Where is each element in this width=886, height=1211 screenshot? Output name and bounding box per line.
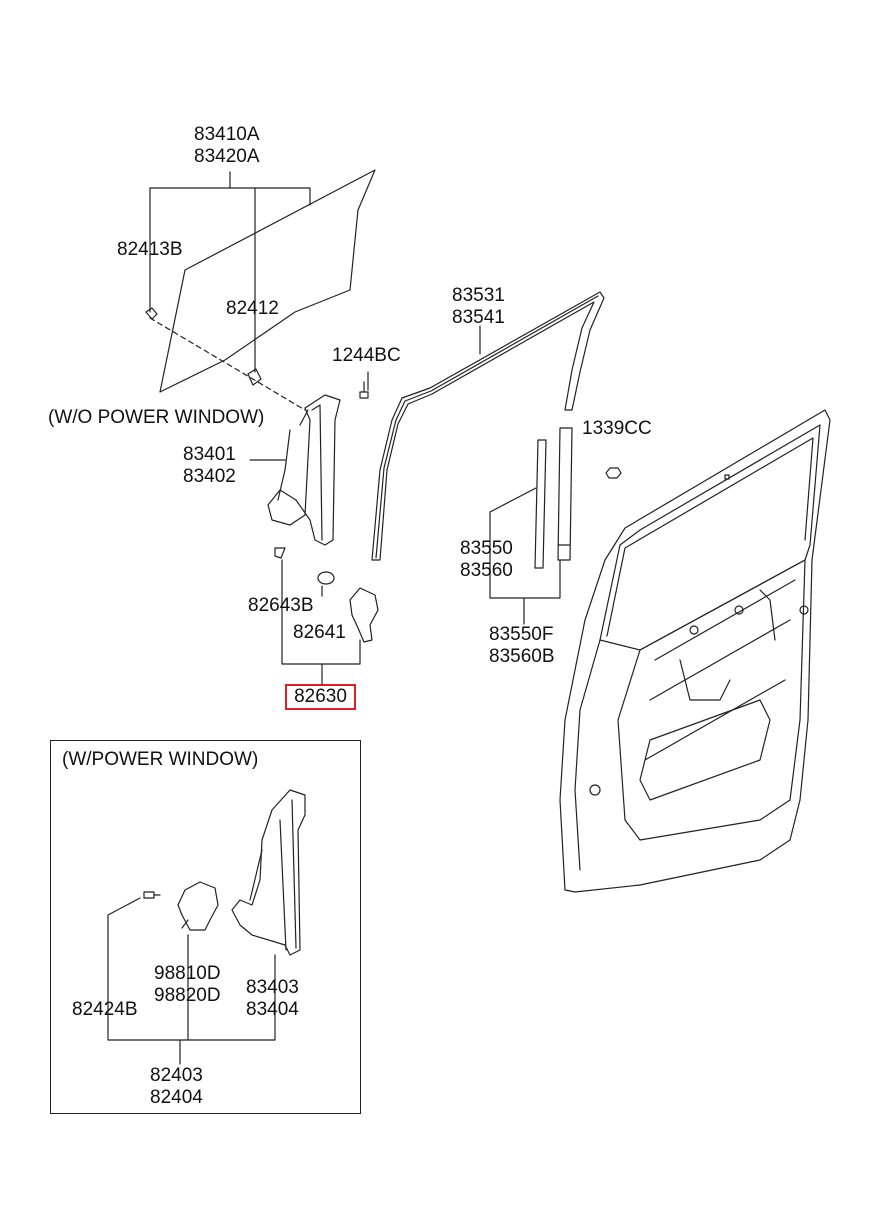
label-wo-power-window: (W/O POWER WINDOW) <box>48 407 265 428</box>
manual-regulator <box>267 394 341 546</box>
clip-82643b <box>274 547 286 559</box>
label-channel-b: 83550F 83560B <box>489 624 555 667</box>
power-window-inset <box>50 740 361 1114</box>
power-regulator <box>231 789 306 956</box>
spacer-82641 <box>317 571 335 585</box>
label-w-power-window: (W/POWER WINDOW) <box>62 749 259 770</box>
label-channel-a: 83550 83560 <box>460 538 513 581</box>
label-handle-clip: 82643B <box>248 595 314 616</box>
label-bolt: 1244BC <box>332 345 401 366</box>
leader-window-glass <box>149 171 311 373</box>
power-motor <box>177 881 219 931</box>
leader-handle-assy <box>281 559 361 685</box>
run-channel <box>371 291 605 561</box>
label-window-glass: 83410A 83420A <box>194 124 260 167</box>
label-run-channel: 83531 83541 <box>452 285 505 328</box>
power-screw <box>143 891 161 899</box>
leader-wo-power <box>299 409 309 426</box>
label-glass-clip-b: 82413B <box>117 239 183 260</box>
glass-clip-82413b <box>145 307 158 320</box>
label-power-regulator-assy: 82403 82404 <box>150 1065 203 1108</box>
label-power-regulator: 83403 83404 <box>246 977 299 1020</box>
glass-dash-line <box>149 317 306 411</box>
label-screw: 82424B <box>72 999 138 1020</box>
label-handle-assy: 82630 <box>294 686 347 707</box>
front-channel <box>534 439 547 569</box>
rear-channel <box>557 427 573 561</box>
nut-1339cc <box>605 467 622 479</box>
bolt-1244bc <box>359 381 369 399</box>
leader-power <box>107 897 276 1065</box>
window-handle <box>349 587 379 643</box>
door-panel <box>559 409 831 893</box>
label-motor: 98810D 98820D <box>154 963 221 1006</box>
window-glass <box>159 169 376 393</box>
leader-channels <box>489 487 561 625</box>
glass-clip-82412 <box>247 368 262 386</box>
label-manual-regulator: 83401 83402 <box>183 444 236 487</box>
label-nut: 1339CC <box>582 418 652 439</box>
label-handle-spacer: 82641 <box>293 622 346 643</box>
highlighted-part-number[interactable]: 82630 <box>285 684 356 710</box>
label-glass-clip: 82412 <box>226 298 279 319</box>
